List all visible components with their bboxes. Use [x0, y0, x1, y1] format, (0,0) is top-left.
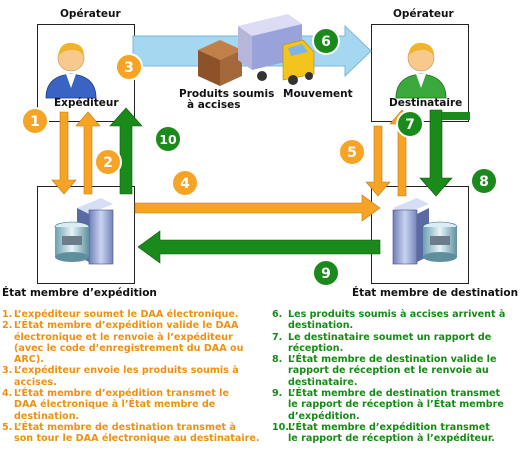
badge-3-label: 3 — [124, 60, 134, 76]
expediteur-label: Expéditeur — [54, 97, 119, 109]
badge-6 — [312, 27, 340, 55]
badge-5 — [338, 138, 366, 166]
server-destination-icon — [392, 198, 458, 265]
etat-destination-label: État membre de destination — [352, 287, 519, 299]
etat-expedition-label: État membre d’expédition — [2, 287, 157, 299]
badge-1-label: 1 — [30, 114, 40, 130]
badge-4-label: 4 — [180, 176, 190, 192]
operator-left-title: Opérateur — [60, 8, 121, 20]
arrow-1 — [51, 111, 77, 195]
badge-4 — [171, 169, 199, 197]
badge-7-label: 7 — [405, 117, 415, 133]
badge-2-label: 2 — [103, 155, 113, 171]
truck-icon — [238, 14, 315, 85]
badge-8-label: 8 — [479, 174, 489, 190]
arrow-4 — [134, 194, 381, 222]
person-destinataire-icon — [395, 42, 447, 99]
arrow-10 — [109, 107, 143, 195]
operator-right-title: Opérateur — [393, 8, 454, 20]
legend-item-3: 3.L’expéditeur envoie les produits soumi… — [2, 365, 239, 388]
legend-left: 1.L’expéditeur soumet le DAA électroniqu… — [2, 309, 270, 445]
legend-item-5: 5.L’État membre de destination transmet … — [2, 421, 260, 445]
destinataire-label: Destinataire — [389, 97, 463, 109]
badge-5-label: 5 — [347, 145, 357, 161]
arrow-2 — [75, 111, 101, 195]
legend-item-1: 1.L’expéditeur soumet le DAA électroniqu… — [2, 309, 239, 320]
badge-7 — [396, 110, 424, 138]
legend-item-4: 4.L’État membre d’expédition transmet le… — [2, 388, 229, 422]
badge-1 — [21, 107, 49, 135]
produits-label-line2: à accises — [187, 99, 241, 111]
package-icon — [198, 40, 242, 86]
badge-3 — [115, 53, 143, 81]
mouvement-label: Mouvement — [283, 88, 353, 100]
produits-label-line1: Produits soumis — [179, 88, 275, 100]
badge-9-label: 9 — [321, 266, 331, 282]
arrow-9 — [137, 230, 381, 264]
badge-10-label: 10 — [159, 132, 177, 147]
arrow-8-tail — [442, 112, 470, 120]
badge-10 — [154, 125, 182, 153]
arrow-8 — [419, 109, 453, 197]
legend-right: 6.Les produits soumis à accises arrivent… — [272, 309, 527, 445]
legend-item-8: 8.L’État membre de destination valide le… — [272, 354, 497, 388]
operator-right-box — [371, 24, 469, 122]
arrow-5 — [365, 125, 391, 197]
legend-item-2: 2.L’État membre d’expédition valide le D… — [2, 320, 244, 366]
badge-8 — [470, 167, 498, 195]
badge-6-label: 6 — [321, 34, 331, 50]
person-expediteur-icon — [45, 42, 97, 99]
legend-item-6: 6.Les produits soumis à accises arrivent… — [272, 309, 506, 332]
badge-9 — [312, 259, 340, 287]
badge-2 — [94, 148, 122, 176]
server-expedition-icon — [54, 198, 114, 265]
